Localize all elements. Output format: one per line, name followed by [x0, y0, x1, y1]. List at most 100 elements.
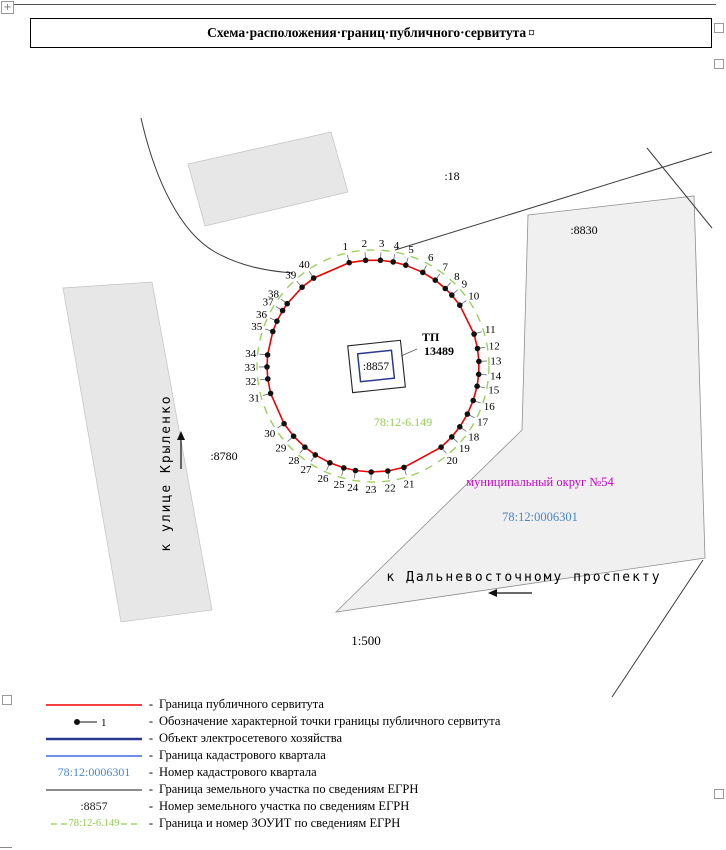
- boundary-point-35: [270, 328, 276, 335]
- boundary-point-11: [471, 331, 477, 337]
- boundary-point-14: [475, 371, 482, 378]
- road-top-diagonal: [394, 151, 713, 251]
- point-number-20: 20: [447, 455, 459, 467]
- legend-separator: -: [148, 748, 154, 762]
- point-number-33: 33: [245, 362, 257, 374]
- point-number-36: 36: [256, 309, 268, 321]
- boundary-point-1: [346, 259, 353, 266]
- zouit-boundary-line: [256, 249, 490, 483]
- point-number-15: 15: [488, 384, 500, 396]
- point-number-32: 32: [245, 376, 256, 388]
- point-number-10: 10: [468, 290, 480, 302]
- boundary-point-22: [385, 468, 391, 474]
- point-number-25: 25: [334, 479, 346, 491]
- boundary-point-36: [274, 318, 280, 325]
- zouit-number-label: 78:12-6.149: [374, 415, 432, 429]
- boundary-point-17: [464, 411, 471, 417]
- legend-symbol-text-icon: :8857: [80, 799, 108, 813]
- point-number-17: 17: [477, 417, 489, 429]
- boundary-point-28: [302, 444, 308, 451]
- table-anchor-icon[interactable]: [2, 695, 12, 705]
- table-anchor-icon[interactable]: [714, 23, 724, 33]
- boundary-point-7: [432, 277, 439, 284]
- point-number-28: 28: [288, 455, 300, 467]
- tp-leader-line: [400, 348, 418, 357]
- legend-row-1: -Граница публичного сервитута: [45, 696, 710, 713]
- legend-label: Граница и номер ЗОУИТ по сведениям ЕГРН: [159, 816, 401, 830]
- point-number-5: 5: [408, 244, 414, 256]
- cadastral-quarter-label: 78:12:0006301: [502, 510, 578, 524]
- legend-separator: -: [148, 816, 154, 830]
- legend-label: Граница публичного сервитута: [159, 697, 324, 711]
- point-number-29: 29: [275, 442, 287, 454]
- boundary-point-18: [457, 424, 463, 430]
- legend-row-7: :8857-Номер земельного участка по сведен…: [45, 798, 710, 815]
- boundary-point-27: [312, 452, 319, 458]
- boundary-point-33: [264, 364, 270, 370]
- point-number-14: 14: [490, 371, 502, 383]
- boundary-point-31: [267, 390, 274, 397]
- parcel-8830-label: :8830: [570, 223, 597, 237]
- municipal-district-label: муниципальный округ №54: [466, 475, 614, 489]
- table-move-handle-icon[interactable]: +: [1, 1, 14, 14]
- legend-symbol-line-icon: [45, 699, 143, 711]
- point-number-35: 35: [251, 321, 263, 333]
- legend-row-2: 1-Обозначение характерной точки границы …: [45, 713, 710, 730]
- boundary-point-21: [401, 464, 407, 471]
- legend-row-5: 78:12:0006301-Номер кадастрового квартал…: [45, 764, 710, 781]
- point-number-2: 2: [362, 238, 368, 250]
- svg-text:1: 1: [101, 717, 107, 729]
- table-anchor-icon[interactable]: [714, 59, 724, 69]
- boundary-point-30: [281, 420, 287, 427]
- boundary-point-2: [362, 257, 369, 264]
- point-number-1: 1: [343, 241, 349, 253]
- cell-end-marker-icon: ¤: [528, 25, 535, 40]
- tp-label: ТП: [422, 330, 440, 344]
- road-top-right: [646, 147, 713, 229]
- tp-number-label: 13489: [424, 344, 454, 358]
- boundary-point-37: [279, 307, 286, 314]
- legend-symbol-line-icon: [45, 750, 143, 762]
- point-number-8: 8: [454, 271, 460, 283]
- point-number-18: 18: [468, 431, 480, 443]
- legend-symbol-point-icon: 1: [45, 715, 143, 729]
- boundary-point-10: [457, 302, 463, 309]
- table-gridline-top: [8, 4, 716, 5]
- point-number-34: 34: [245, 348, 257, 360]
- page-margin-mark: [0, 847, 12, 848]
- legend-label: Граница земельного участка по сведениям …: [159, 782, 419, 796]
- title-box: Схема·расположения·границ·публичного·сер…: [30, 18, 712, 48]
- parcel-8857-group: [347, 339, 406, 394]
- street-krylenko-label: к улице Крыленко: [159, 394, 174, 551]
- parcel-8830-area: [334, 195, 706, 613]
- point-number-6: 6: [428, 252, 434, 264]
- point-number-24: 24: [347, 482, 359, 494]
- legend-label: Объект электросетевого хозяйства: [159, 731, 343, 745]
- point-number-13: 13: [490, 355, 502, 367]
- road-top-left: [140, 117, 294, 274]
- point-number-40: 40: [299, 259, 311, 271]
- legend-separator: -: [148, 782, 154, 796]
- boundary-point-25: [341, 465, 347, 471]
- boundary-point-9: [449, 292, 455, 298]
- street-dalnevostochny-label: к Дальневосточному проспекту: [386, 570, 661, 585]
- legend-separator: -: [148, 697, 154, 711]
- boundary-point-26: [327, 460, 333, 466]
- point-number-38: 38: [268, 289, 280, 301]
- legend-separator: -: [148, 799, 154, 813]
- legend-symbol-line-icon: [45, 784, 143, 796]
- point-number-37: 37: [263, 297, 275, 309]
- legend-label: Обозначение характерной точки границы пу…: [159, 714, 501, 728]
- point-number-27: 27: [301, 464, 313, 476]
- point-number-31: 31: [249, 393, 260, 405]
- boundary-point-13: [476, 358, 482, 365]
- tp-object-outline: [356, 349, 396, 383]
- parcel-18-label: :18: [444, 169, 459, 183]
- point-number-19: 19: [459, 443, 471, 455]
- table-anchor-icon[interactable]: [714, 789, 724, 799]
- building-left: [62, 281, 213, 623]
- boundary-point-34: [264, 352, 271, 358]
